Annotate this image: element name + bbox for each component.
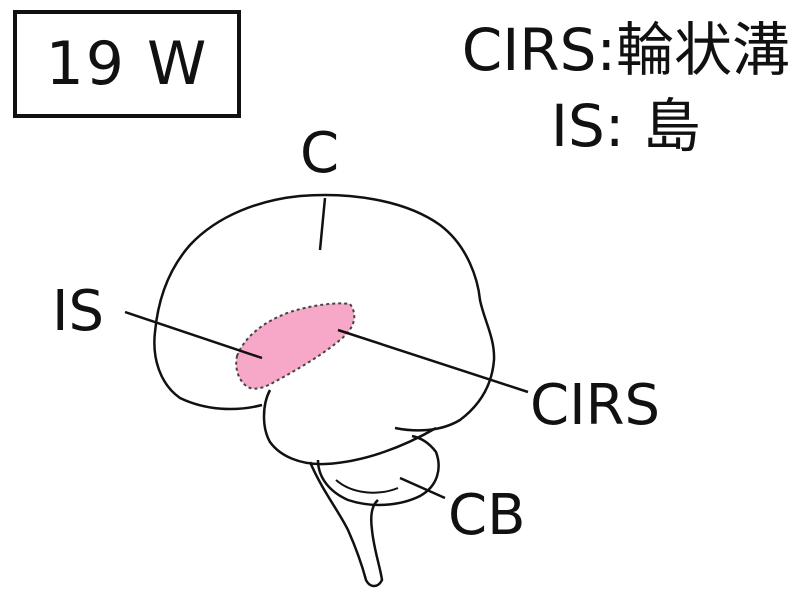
leader-cb bbox=[399, 476, 446, 500]
leader-cirs bbox=[337, 328, 529, 394]
legend-abbr: IS bbox=[550, 92, 605, 160]
label-c: C bbox=[300, 121, 339, 186]
legend-row-is: IS: 島 bbox=[462, 88, 790, 164]
gestational-age-box: 19 W bbox=[13, 10, 241, 118]
legend-row-cirs: CIRS:輪状溝 bbox=[462, 12, 790, 88]
cerebellum-inner bbox=[335, 479, 399, 494]
cerebrum-outline bbox=[153, 193, 496, 432]
legend-sep: : bbox=[604, 92, 643, 160]
label-is: IS bbox=[52, 279, 104, 344]
legend-abbr: CIRS bbox=[461, 16, 597, 84]
legend-term: 輪状溝 bbox=[615, 16, 790, 84]
legend: CIRS:輪状溝 IS: 島 bbox=[462, 12, 790, 164]
cerebellum-outline bbox=[316, 434, 440, 507]
gestational-age-label: 19 W bbox=[45, 29, 209, 99]
insula-region bbox=[235, 302, 356, 390]
temporal-outline bbox=[262, 389, 437, 466]
label-cirs: CIRS bbox=[530, 373, 660, 438]
brainstem-outline bbox=[308, 461, 384, 588]
leader-is bbox=[124, 310, 263, 360]
leader-c bbox=[318, 197, 327, 251]
legend-term: 島 bbox=[642, 92, 701, 160]
legend-sep: : bbox=[596, 16, 616, 84]
label-cb: CB bbox=[448, 483, 526, 548]
